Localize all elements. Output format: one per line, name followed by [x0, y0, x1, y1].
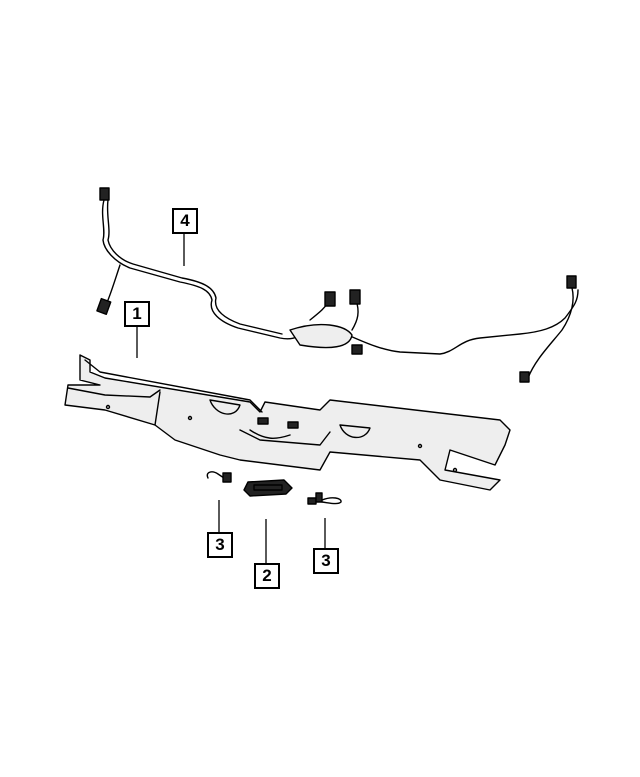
wiring-harness[interactable]: [96, 187, 579, 383]
callout-1[interactable]: 1: [124, 301, 150, 327]
callout-2[interactable]: 2: [254, 563, 280, 589]
leader-lines: [136, 233, 326, 563]
license-lamp[interactable]: [243, 479, 293, 497]
sensor-connector-right[interactable]: [307, 492, 342, 505]
callout-4[interactable]: 4: [172, 208, 198, 234]
callout-3-left[interactable]: 3: [207, 532, 233, 558]
bumper-step-pad[interactable]: [64, 354, 511, 491]
callout-3-right[interactable]: 3: [313, 548, 339, 574]
sensor-connector-left[interactable]: [206, 471, 232, 483]
